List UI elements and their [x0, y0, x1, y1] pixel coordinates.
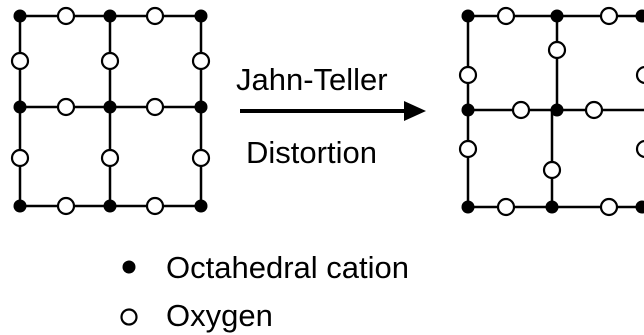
oxygen-atom	[635, 139, 644, 159]
cation-atom	[103, 100, 117, 114]
legend-label-oxygen: Oxygen	[166, 298, 273, 333]
undistorted-cations	[13, 9, 208, 213]
distorted-oxygens	[458, 6, 644, 217]
cation-atom	[13, 100, 27, 114]
undistorted-oxygens	[10, 6, 211, 216]
oxygen-atom	[100, 51, 120, 71]
legend-cation-symbol-icon	[122, 260, 136, 274]
cation-atom	[635, 9, 644, 23]
oxygen-atom	[458, 139, 478, 159]
oxygen-atom	[145, 97, 165, 117]
oxygen-atom	[100, 148, 120, 168]
cation-atom	[13, 199, 27, 213]
cation-atom	[194, 9, 208, 23]
oxygen-atom	[56, 97, 76, 117]
cation-atom	[461, 200, 475, 214]
oxygen-atom	[10, 51, 30, 71]
oxygen-atom	[10, 148, 30, 168]
oxygen-atom	[547, 40, 567, 60]
oxygen-atom	[145, 196, 165, 216]
cation-atom	[194, 100, 208, 114]
cation-atom	[103, 199, 117, 213]
cation-atom	[194, 199, 208, 213]
oxygen-atom	[191, 148, 211, 168]
arrow-head-icon	[404, 101, 426, 121]
oxygen-atom	[635, 65, 644, 85]
oxygen-atom	[191, 51, 211, 71]
cation-atom	[550, 103, 564, 117]
legend-label-cation: Octahedral cation	[166, 250, 409, 285]
oxygen-atom	[496, 197, 516, 217]
distorted-cations	[461, 9, 644, 214]
arrow-label-bottom: Distortion	[246, 135, 377, 170]
oxygen-atom	[145, 6, 165, 26]
cation-atom	[103, 9, 117, 23]
legend-oxygen-symbol-icon	[120, 308, 138, 326]
oxygen-atom	[511, 100, 531, 120]
cation-atom	[461, 103, 475, 117]
oxygen-atom	[584, 100, 604, 120]
cation-atom	[550, 9, 564, 23]
oxygen-atom	[542, 160, 562, 180]
oxygen-atom	[458, 65, 478, 85]
arrow-label-top: Jahn-Teller	[236, 62, 388, 97]
cation-atom	[545, 200, 559, 214]
oxygen-atom	[599, 6, 619, 26]
cation-atom	[461, 9, 475, 23]
oxygen-atom	[56, 196, 76, 216]
cation-atom	[13, 9, 27, 23]
transformation-arrow	[240, 101, 426, 121]
oxygen-atom	[599, 197, 619, 217]
oxygen-atom	[56, 6, 76, 26]
cation-atom	[635, 200, 644, 214]
oxygen-atom	[496, 6, 516, 26]
